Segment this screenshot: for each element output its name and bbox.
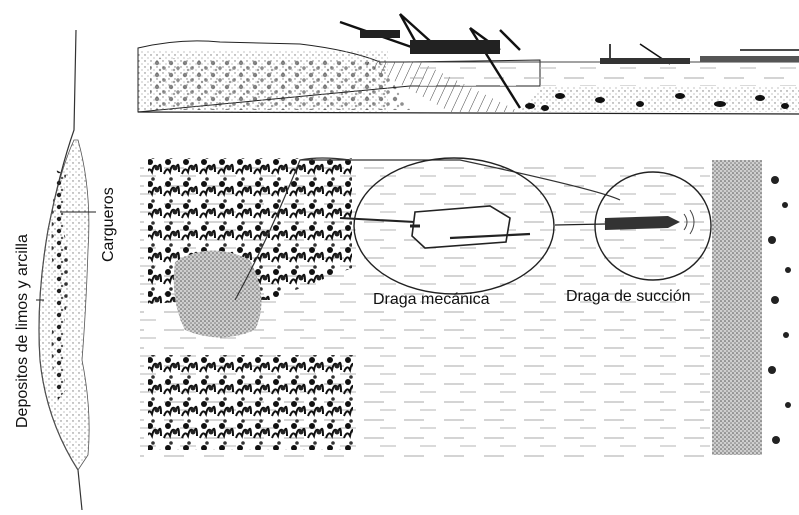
top-cross-section — [138, 14, 799, 114]
left-section — [36, 30, 96, 510]
top-suction-dredge — [600, 44, 799, 64]
freighters-label: Cargueros — [100, 187, 118, 262]
plan-view — [140, 158, 791, 460]
mechanical-dredge-label: Draga mecánica — [373, 291, 490, 309]
suction-dredge-label: Draga de succión — [566, 288, 691, 306]
top-water — [410, 62, 799, 86]
deposits-label: Depositos de limos y arcilla — [14, 234, 32, 428]
dredged-deposit — [174, 250, 262, 337]
right-bank-trees — [768, 176, 791, 444]
right-bank — [712, 160, 762, 455]
vegetation-block-lower — [148, 355, 353, 450]
